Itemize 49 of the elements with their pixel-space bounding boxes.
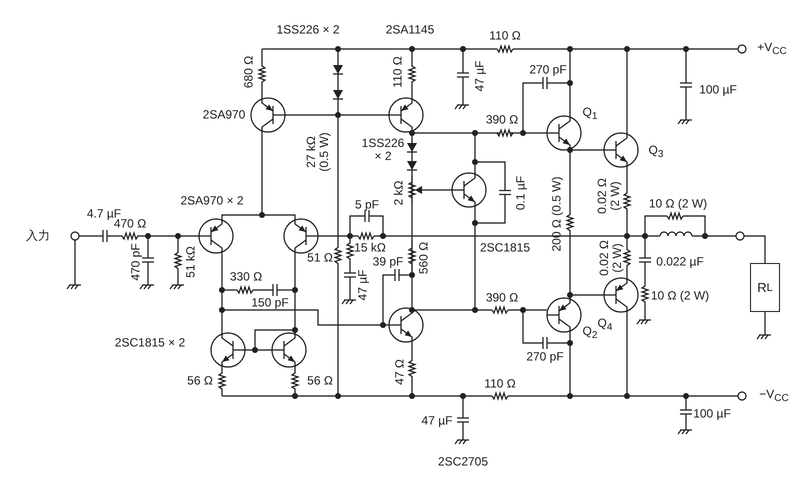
component-value: 390 Ω bbox=[486, 113, 518, 127]
component-value: 0.02 Ω (2 W) bbox=[598, 239, 624, 278]
part-number: 2SA970 × 2 bbox=[180, 194, 244, 208]
component-value: 110 Ω bbox=[489, 29, 521, 43]
part-number: 1SS226 × 2 bbox=[276, 23, 340, 37]
component-value: 390 Ω bbox=[486, 291, 518, 305]
component-value: 470 pF bbox=[129, 243, 143, 281]
component-value: 100 µF bbox=[693, 407, 731, 421]
terminal-label: 入力 bbox=[26, 229, 50, 243]
component-value: 10 Ω (2 W) bbox=[648, 197, 708, 211]
supply-label: −V$_{CC}$ bbox=[759, 388, 789, 404]
component-value: 47 µF bbox=[473, 60, 487, 92]
part-number: 2SC2705 bbox=[438, 455, 488, 469]
component-value: 10 Ω (2 W) bbox=[650, 289, 710, 303]
component-value: 56 Ω bbox=[307, 374, 333, 388]
component-value: 0.1 µF bbox=[514, 176, 528, 210]
component-value: 680 Ω bbox=[242, 56, 256, 88]
component-value: 110 Ω bbox=[391, 56, 405, 88]
component-value: 100 µF bbox=[699, 83, 737, 97]
component-value: 47 Ω bbox=[393, 359, 407, 385]
component-value: 5 pF bbox=[355, 198, 379, 212]
component-value: 110 Ω bbox=[484, 377, 516, 391]
transistor-label: Q$_{1}$ bbox=[582, 106, 598, 122]
part-number: 1SS226 × 2 bbox=[360, 136, 406, 164]
part-number: 2SC1815 × 2 bbox=[114, 336, 186, 350]
component-value: 51 kΩ bbox=[184, 246, 198, 278]
component-value: 47 µF bbox=[356, 270, 370, 300]
component-value: 270 pF bbox=[526, 350, 564, 364]
component-value: 15 kΩ bbox=[354, 241, 386, 255]
component-value: 560 Ω bbox=[417, 242, 431, 274]
component-value: 150 pF bbox=[251, 296, 289, 310]
component-value: 270 pF bbox=[529, 63, 567, 77]
transistor-label: Q$_{3}$ bbox=[648, 144, 664, 160]
component-value: 27 kΩ (0.5 W) bbox=[304, 131, 332, 174]
component-value: 330 Ω bbox=[230, 270, 262, 284]
component-value: 39 pF bbox=[372, 255, 404, 269]
part-number: 2SA970 bbox=[202, 108, 246, 122]
component-value: 2 kΩ bbox=[392, 180, 406, 206]
transistor-label: Q$_{2}$ bbox=[582, 324, 598, 342]
component-value: 200 Ω (0.5 W) bbox=[550, 176, 564, 252]
component-value: 51 Ω bbox=[307, 251, 333, 265]
supply-label: +V$_{CC}$ bbox=[757, 40, 787, 58]
part-number: 2SC1815 bbox=[480, 241, 530, 255]
component-value: 56 Ω bbox=[187, 374, 213, 388]
transistor-label: Q$_{4}$ bbox=[598, 316, 612, 334]
part-number: 2SA1145 bbox=[386, 23, 434, 37]
component-value: 47 µF bbox=[422, 414, 452, 428]
component-value: 0.022 µF bbox=[656, 255, 704, 269]
component-value: 0.02 Ω (2 W) bbox=[596, 177, 622, 216]
